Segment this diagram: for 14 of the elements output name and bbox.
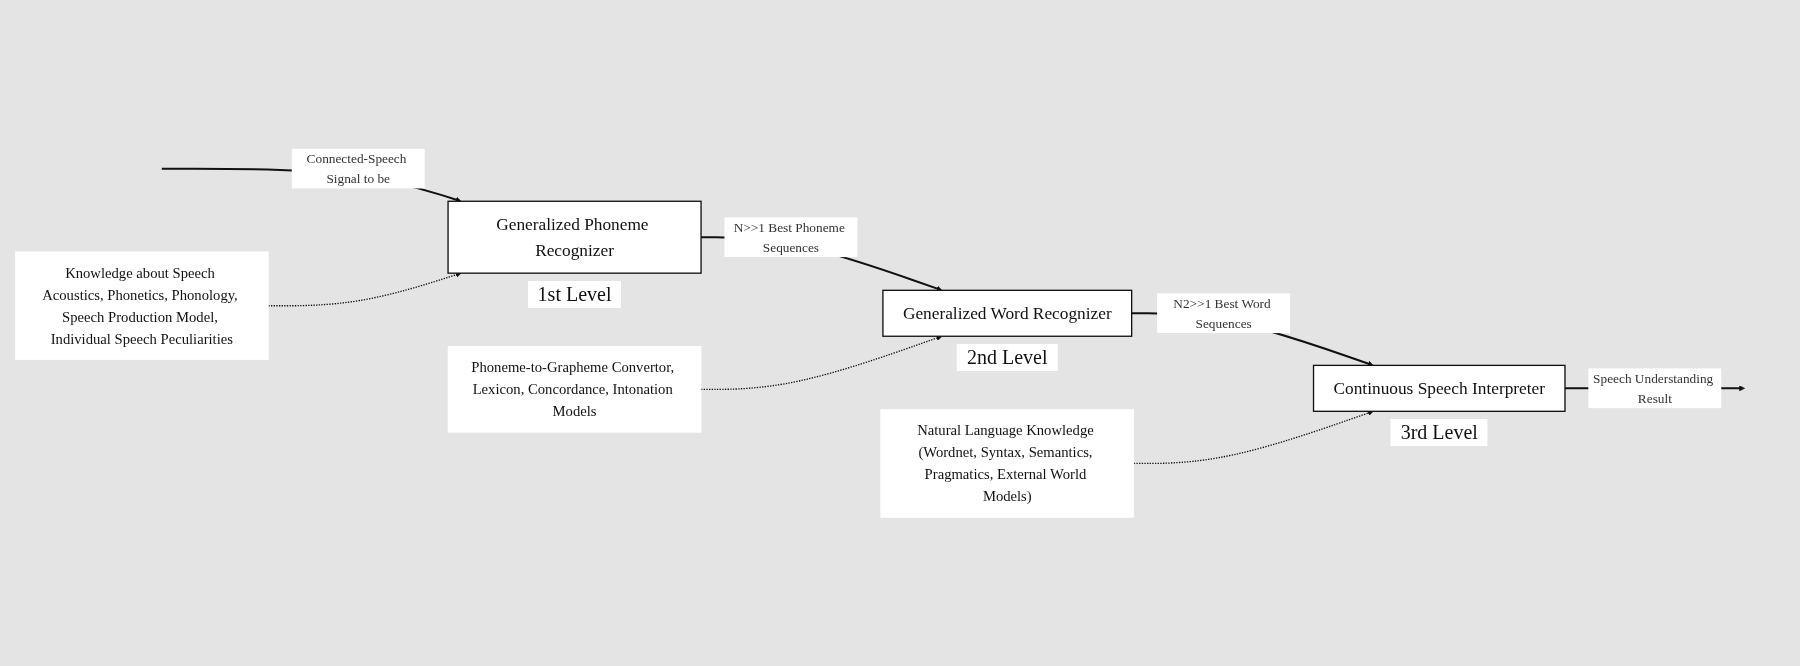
edge-label: Connected-Speech Signal to be bbox=[306, 151, 407, 186]
edge-label: N>>1 Best Phoneme Sequences bbox=[733, 219, 845, 255]
level-caption: 3rd Level bbox=[1390, 419, 1488, 447]
level-caption: 1st Level bbox=[527, 281, 622, 309]
node-box: Generalized Word Recognizer bbox=[882, 289, 1133, 337]
node-box: Generalized Phoneme Recognizer bbox=[447, 200, 702, 274]
node-box: Phoneme-to-Grapheme Convertor, Lexicon, Concordance, Intonation Models bbox=[447, 346, 702, 433]
node-box: Continuous Speech Interpreter bbox=[1312, 364, 1566, 412]
edge-label: N2>>1 Best Word Sequences bbox=[1173, 295, 1271, 331]
level-caption: 2nd Level bbox=[957, 344, 1058, 372]
arrow bbox=[1133, 410, 1374, 465]
edge-label: Speech Understanding Result bbox=[1593, 371, 1714, 406]
node-box: Knowledge about Speech Acoustics, Phonetics, Phonology, Speech Production Model, Individual Speech Peculiarities bbox=[15, 251, 269, 361]
node-box: Natural Language Knowledge (Wordnet, Syntax, Semantics, Pragmatics, External World Models) bbox=[880, 409, 1135, 518]
